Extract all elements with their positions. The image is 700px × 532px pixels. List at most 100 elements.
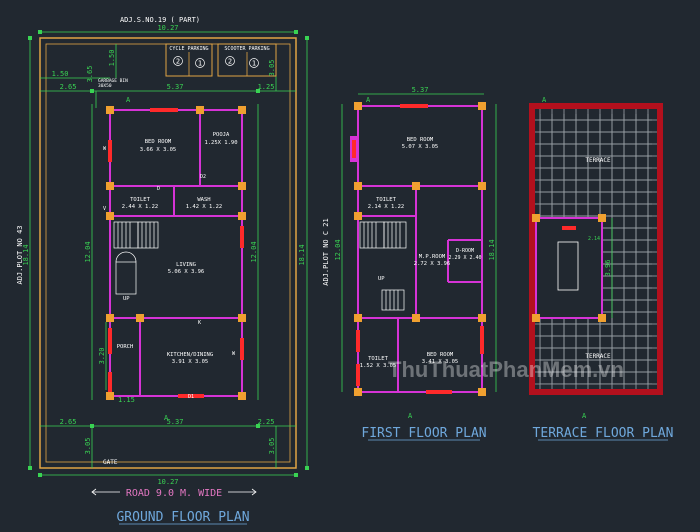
dim-right-top: 3.05 [268,60,276,77]
dim-top-total: 10.27 [157,24,178,32]
door-mark-3: D1 [188,394,194,400]
terrace-label-bottom: TERRACE [585,353,611,360]
ground-staircase [113,221,159,295]
terrace-stair-room [535,217,603,319]
first-section-mark-bottom: A [408,412,413,420]
room-wash-size: 1.42 X 1.22 [186,204,222,210]
dim-left-outer: 2.65 [60,83,77,91]
kitchen-mark: K [198,320,201,326]
ground-windows [108,108,244,398]
gate-label: GATE [103,459,118,466]
room-living-name: LIVING [176,262,196,268]
first-droom-size: 2.29 X 2.40 [448,255,481,261]
room-kitchen-name: KITCHEN/DINING [167,352,213,358]
first-bedroom-name: BED ROOM [407,137,434,143]
first-floor-title: FIRST FLOOR PLAN [361,426,486,441]
dim-bottom-left-height: 3.05 [84,438,92,455]
room-bedroom-name: BED ROOM [145,139,172,145]
room-wash-name: WASH [197,197,210,203]
adj-top-label: ADJ.S.NO.19 ( PART) [120,16,200,24]
room-toilet-name: TOILET [130,197,151,203]
first-dim-left: 12.04 [334,239,342,260]
garbage-bin-label: GARBAGE BIN [98,78,128,84]
dim-top-left: 1.50 [52,70,69,78]
dim-bottom-left: 2.65 [60,418,77,426]
section-mark-bottom: A [164,414,169,422]
first-mproom-size: 2.72 X 3.96 [414,261,450,267]
first-toilet-name: TOILET [376,197,397,203]
first-stair-up: UP [378,276,385,282]
first-staircase [359,221,407,311]
room-kitchen-size: 3.91 X 3.05 [172,359,208,365]
first-windows [350,104,484,394]
first-adj-label: ADJ.PLOT NO C 21 [322,218,330,285]
room-porch-name: PORCH [117,344,134,350]
terrace-columns [532,214,606,322]
window-mark-2: W [232,351,236,357]
vent-mark-1: V [103,206,106,212]
ground-floor-title: GROUND FLOOR PLAN [116,510,249,525]
first-toilet2-size: 1.52 X 3.05 [360,363,396,369]
dim-top-center: 5.37 [167,83,184,91]
dim-left-top: 3.65 [86,66,94,83]
first-toilet-size: 2.14 X 1.22 [368,204,404,210]
room-living-size: 5.06 X 3.96 [168,269,204,275]
road-label: ROAD 9.0 M. WIDE [126,488,222,499]
dim-total-height-right: 18.14 [298,244,306,265]
terrace-section-mark-bottom: A [582,412,587,420]
dim-bottom-right: 2.25 [258,418,275,426]
plot-boundary [39,37,297,469]
first-bedroom-size: 5.07 X 3.05 [402,144,438,150]
ground-dimension-ticks [28,30,309,477]
room-bedroom-size: 3.66 X 3.05 [140,147,176,153]
ground-dimension-lines [29,31,308,476]
dim-bottom-center: 5.37 [167,418,184,426]
first-dim-right: 18.14 [488,239,496,260]
parking-num-3: 2 [228,58,232,66]
first-bedroom2-name: BED ROOM [427,352,454,358]
window-mark-1: W [103,146,107,152]
parking-num-2: 1 [198,60,202,68]
parking-num-4: 1 [252,60,256,68]
terrace-floor-title: TERRACE FLOOR PLAN [533,426,674,441]
ground-columns [106,106,246,400]
dim-bottom-right-height: 3.05 [268,438,276,455]
room-toilet-size: 2.44 X 1.22 [122,204,158,210]
watermark-text: ThuThuatPhanMem.vn [388,357,624,382]
room-pooja-name: POOJA [213,132,230,138]
dim-top-column: 1.50 [108,50,116,67]
dim-total-height: 18.14 [22,244,30,265]
adj-left-label: ADJ.PLOT NO 43 [16,225,24,284]
road-arrows [91,488,257,496]
terrace-section-mark-top: A [542,96,547,104]
dim-left-height: 12.04 [84,241,92,262]
cycle-parking-label: CYCLE PARKING [169,46,208,52]
first-dim-top: 5.37 [412,86,429,94]
dim-right-outer: 1.25 [258,83,275,91]
dim-bottom-total: 10.27 [157,478,178,486]
first-floor-plan: BED ROOM 5.07 X 3.05 TOILET 2.14 X 1.22 … [322,86,497,441]
first-dimension-lines [341,93,497,392]
ground-floor-plan: 2 1 2 1 [16,16,309,525]
dim-right-height: 12.04 [250,241,258,262]
parking-num-1: 2 [176,58,180,66]
terrace-floor-plan: 3.96 2.14 TERRACE TERRACE A A TERRACE FL… [529,96,674,441]
section-mark-top: A [126,96,131,104]
first-droom-name: D-ROOM [456,248,474,254]
first-columns [354,102,486,396]
terrace-dim-stair: 3.96 [604,260,612,277]
terrace-dim-top: 2.14 [588,236,600,242]
first-toilet2-name: TOILET [368,356,389,362]
dim-porch-width: 1.15 [118,396,135,404]
first-mproom-name: M.P.ROOM [419,254,446,260]
first-section-mark-top: A [366,96,371,104]
door-mark-2: D2 [200,174,206,180]
terrace-label-top: TERRACE [585,157,611,164]
room-pooja-size: 1.25X 1.90 [204,140,237,146]
scooter-parking-label: SCOOTER PARKING [224,46,269,52]
garbage-bin-size: 30X50 [98,83,112,89]
first-bedroom2-size: 3.41 X 3.05 [422,359,458,365]
stair-up-mark: UP [123,296,130,302]
dim-porch-height: 3.20 [98,348,106,365]
